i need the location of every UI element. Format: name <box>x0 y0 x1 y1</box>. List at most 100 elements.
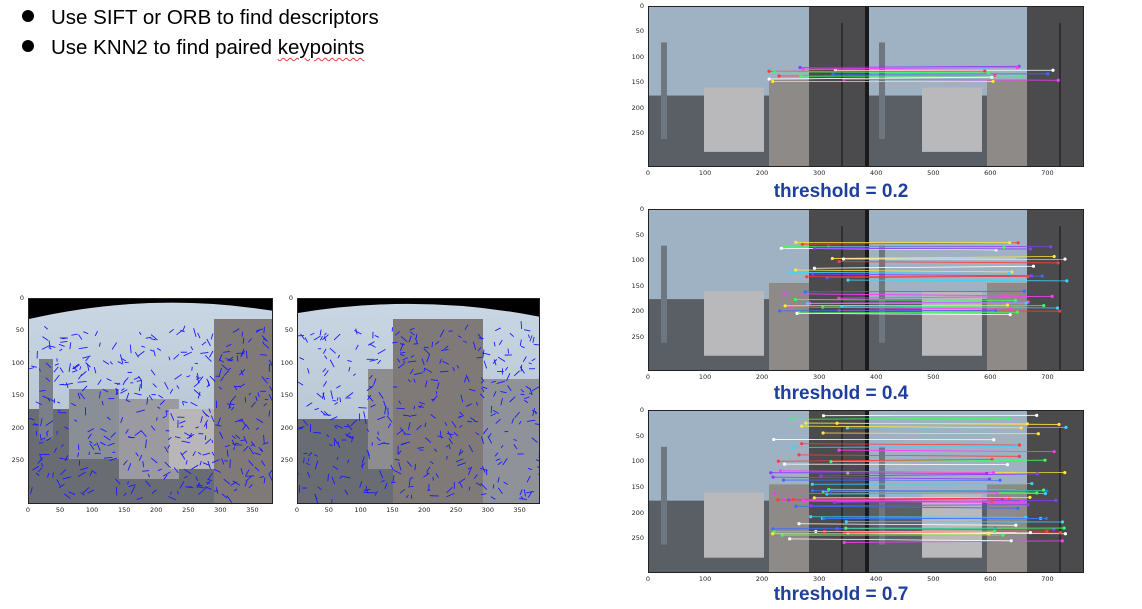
keypoint <box>41 437 46 440</box>
x-tick-label: 500 <box>927 373 940 381</box>
keypoint <box>170 413 175 421</box>
x-tick-label: 350 <box>513 506 526 514</box>
keypoint <box>355 328 358 335</box>
keypoint <box>322 368 327 373</box>
keypoint <box>331 476 336 485</box>
keypoint <box>179 420 186 424</box>
keypoint <box>493 359 497 366</box>
keypoint <box>157 468 162 472</box>
keypoint <box>184 432 192 438</box>
keypoint <box>342 475 351 479</box>
keypoint <box>319 335 323 341</box>
keypoint <box>457 335 462 339</box>
keypoint <box>29 417 35 421</box>
keypoint <box>423 472 430 478</box>
keypoint <box>369 343 376 348</box>
x-tick-label: 100 <box>698 169 712 177</box>
keypoint <box>430 413 436 419</box>
keypoint <box>527 491 533 498</box>
matched-keypoint <box>1052 528 1056 532</box>
keypoint <box>399 427 407 435</box>
keypoint <box>61 337 67 340</box>
matched-keypoint <box>794 504 798 508</box>
keypoint <box>306 462 310 466</box>
matched-keypoint <box>798 65 802 70</box>
keypoint <box>102 388 109 393</box>
matched-keypoint <box>1035 413 1039 417</box>
keypoint <box>459 411 465 417</box>
keypoint <box>195 426 199 429</box>
x-tick-label: 700 <box>1041 169 1054 177</box>
keypoint <box>142 461 145 468</box>
keypoint <box>235 434 241 440</box>
keypoint <box>193 389 201 396</box>
matched-keypoint <box>1044 516 1048 520</box>
matched-keypoint <box>1007 416 1011 420</box>
keypoint <box>210 415 215 423</box>
keypoint <box>467 420 472 423</box>
keypoint <box>514 411 520 419</box>
x-tick-label: 50 <box>55 506 65 514</box>
keypoint <box>408 485 414 488</box>
keypoint <box>426 354 431 363</box>
y-tick-label: 200 <box>280 423 293 432</box>
keypoint <box>473 420 479 423</box>
keypoint <box>200 416 203 424</box>
match-line <box>831 459 1046 463</box>
keypoint <box>475 432 480 436</box>
keypoint <box>405 494 409 499</box>
keypoint <box>125 392 130 401</box>
keypoint <box>233 446 235 451</box>
matched-keypoint <box>800 242 805 246</box>
matched-keypoint <box>790 417 794 421</box>
keypoint <box>96 442 101 451</box>
matched-keypoint <box>788 537 792 541</box>
keypoint <box>242 337 245 344</box>
keypoint <box>77 381 87 383</box>
keypoint <box>481 465 486 473</box>
keypoint <box>222 351 230 353</box>
keypoint <box>323 383 325 387</box>
keypoint <box>248 338 253 343</box>
keypoint <box>173 353 180 360</box>
matched-keypoint <box>1056 78 1060 82</box>
bullet-text: Use SIFT or ORB to find descriptors <box>51 6 379 29</box>
y-tick-label: 200 <box>631 508 644 517</box>
fisheye-image-right <box>298 299 539 503</box>
keypoint <box>369 358 379 362</box>
keypoint <box>115 486 118 496</box>
keypoint <box>330 390 334 400</box>
matched-keypoint <box>1063 532 1068 536</box>
y-tick-label: 150 <box>631 281 644 290</box>
keypoint <box>45 430 49 434</box>
keypoint <box>324 332 327 336</box>
keypoint <box>207 472 213 481</box>
keypoint <box>142 470 150 472</box>
keypoint <box>457 462 466 467</box>
keypoint <box>373 378 377 385</box>
keypoint <box>245 469 250 476</box>
keypoint <box>413 378 416 383</box>
y-tick-label: 250 <box>11 456 24 465</box>
image-region <box>704 87 764 152</box>
keypoint <box>80 370 87 377</box>
keypoint <box>41 462 44 467</box>
keypoint <box>525 385 531 390</box>
keypoint <box>119 354 124 364</box>
keypoint <box>64 382 73 386</box>
keypoint <box>209 350 214 358</box>
image-region <box>879 42 885 140</box>
keypoint <box>162 415 167 419</box>
keypoint <box>109 361 113 365</box>
keypoint <box>520 321 523 330</box>
keypoint <box>184 486 194 489</box>
keypoint <box>408 414 417 417</box>
keypoint <box>330 416 338 421</box>
matched-keypoint <box>797 522 801 526</box>
matched-keypoint <box>1017 454 1021 458</box>
matched-keypoint <box>830 256 834 261</box>
keypoint <box>150 425 156 431</box>
keypoint <box>453 432 459 437</box>
keypoint <box>329 359 335 368</box>
x-tick-label: 200 <box>755 373 769 381</box>
